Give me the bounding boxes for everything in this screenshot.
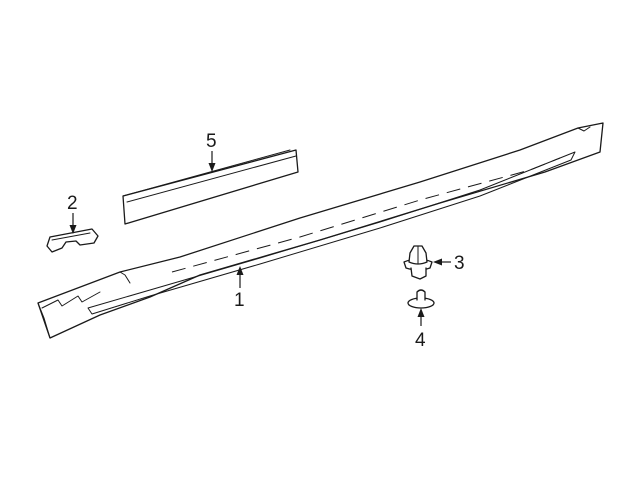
callout-label-2: 2 <box>67 193 78 214</box>
callout-4: 4 <box>415 308 426 351</box>
callout-label-4: 4 <box>415 330 426 351</box>
callout-label-5: 5 <box>206 131 217 152</box>
callout-2: 2 <box>67 193 78 234</box>
callout-label-1: 1 <box>234 290 245 311</box>
callout-1: 1 <box>234 266 245 311</box>
callout-label-3: 3 <box>454 253 465 274</box>
rocker-molding-part[interactable] <box>37 122 604 339</box>
clip-part[interactable] <box>403 245 433 280</box>
retainer-part[interactable] <box>407 289 435 309</box>
callout-3: 3 <box>433 253 465 274</box>
callout-5: 5 <box>206 131 217 172</box>
tape-part[interactable] <box>122 149 299 225</box>
bracket-part[interactable] <box>46 228 99 253</box>
